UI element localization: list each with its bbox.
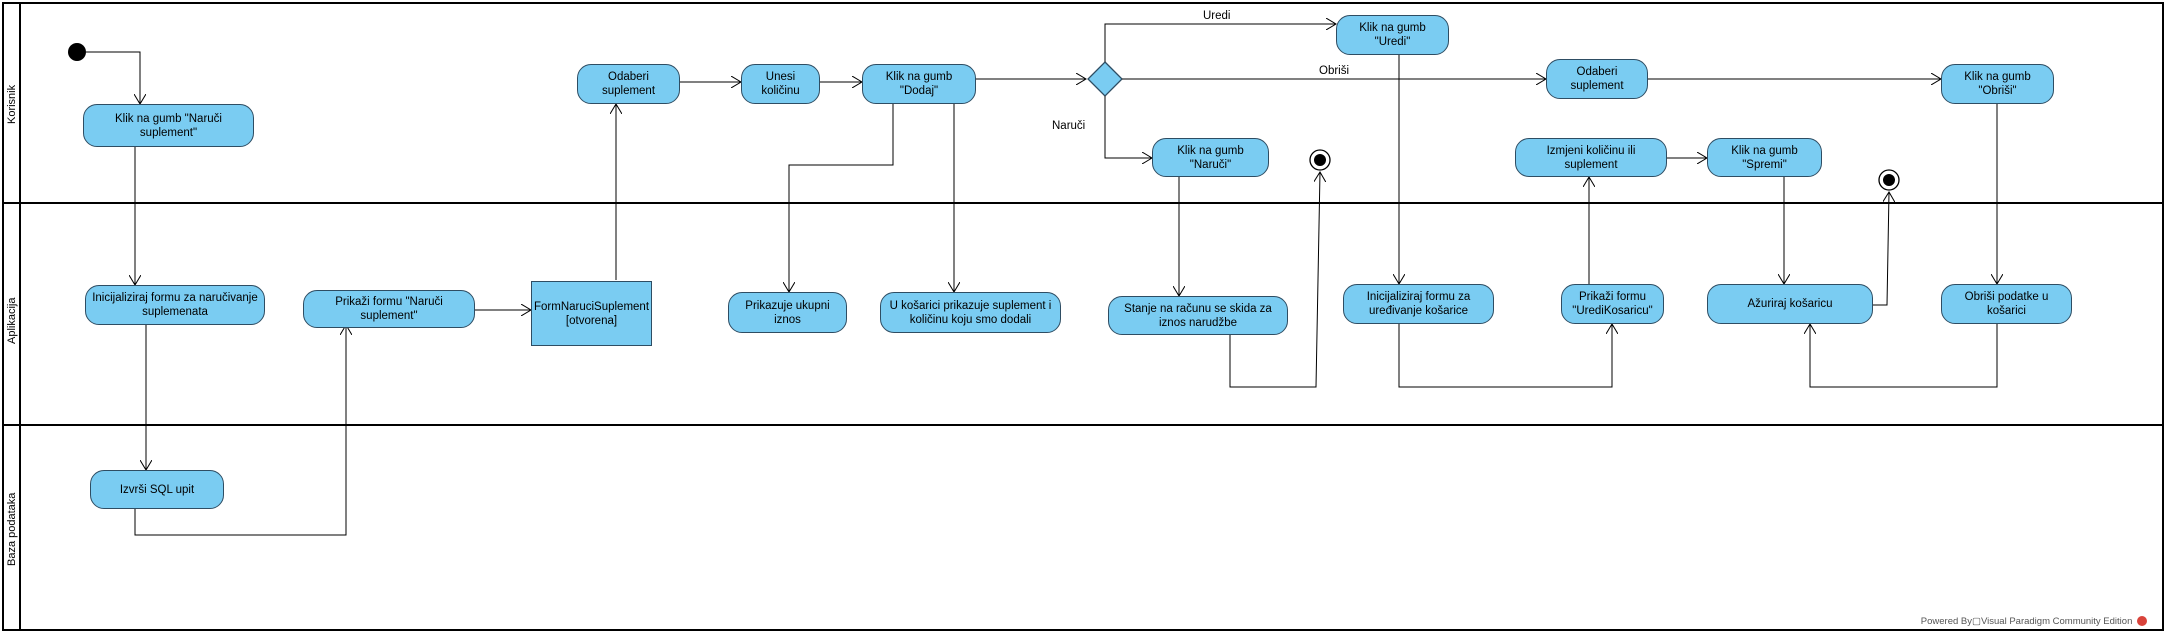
action-klik-dodaj: Klik na gumb "Dodaj": [862, 64, 976, 104]
flow-azuriraj-to-final: [1873, 192, 1889, 306]
flow-init-to-prikazi-uredi: [1398, 324, 1612, 388]
action-izvrsi-sql: Izvrši SQL upit: [90, 470, 224, 509]
action-prikazi-formu-naruci: Prikaži formu "Naruči suplement": [303, 290, 475, 328]
action-odaberi-suplement: Odaberi suplement: [577, 64, 680, 104]
control-flows: [86, 24, 1998, 536]
flow-stanje-to-final: [1229, 172, 1320, 388]
flow-dodaj-to-iznos: [789, 104, 894, 292]
action-unesi-kolicinu: Unesi količinu: [741, 64, 820, 104]
action-klik-obrisi: Klik na gumb "Obriši": [1941, 64, 2054, 104]
lane-label-korisnik: Korisnik: [6, 84, 18, 124]
action-prikazi-formu-uredi: Prikaži formu "UrediKosaricu": [1561, 284, 1664, 324]
flow-start: [86, 51, 140, 104]
powered-by-footer: Powered By▢Visual Paradigm Community Edi…: [1921, 616, 2147, 627]
object-form-naruci-suplement: FormNaruciSuplement [otvorena]: [531, 281, 652, 346]
guard-uredi: Uredi: [1203, 10, 1231, 22]
lane-label-baza: Baza podataka: [6, 492, 18, 566]
action-inicijaliziraj-uredivanje: Inicijaliziraj formu za uređivanje košar…: [1343, 284, 1494, 324]
action-azuriraj-kosaricu: Ažuriraj košaricu: [1707, 284, 1873, 324]
flow-obrisi-podatke-to-azuriraj: [1810, 324, 1998, 388]
guard-obrisi: Obriši: [1319, 65, 1350, 77]
action-inicijaliziraj-narucivanje: Inicijaliziraj formu za naručivanje supl…: [85, 285, 265, 325]
flow-decision-uredi: [1104, 24, 1336, 62]
footer-text: Powered By▢Visual Paradigm Community Edi…: [1920, 616, 2133, 627]
final-node-1: [1309, 149, 1331, 171]
initial-node: [68, 43, 86, 61]
action-klik-uredi: Klik na gumb "Uredi": [1336, 15, 1449, 55]
flow-sql-to-prikazi: [134, 325, 346, 536]
decision-node: [1087, 61, 1123, 97]
action-izmjeni-kolicinu: Izmjeni količinu ili suplement: [1515, 138, 1667, 177]
lane-label-aplikacija: Aplikacija: [6, 297, 18, 344]
object-form-name: FormNaruciSuplement: [533, 300, 650, 313]
action-klik-naruci-suplement: Klik na gumb "Naruči suplement": [83, 104, 254, 147]
action-kosarica-prikazuje: U košarici prikazuje suplement i količin…: [880, 292, 1061, 333]
action-odaberi-suplement-2: Odaberi suplement: [1546, 59, 1648, 99]
final-node-2: [1878, 169, 1900, 191]
object-form-state: [otvorena]: [565, 314, 618, 327]
guard-naruci: Naruči: [1052, 120, 1086, 132]
visual-paradigm-logo-icon: [2137, 616, 2147, 627]
action-obrisi-podatke: Obriši podatke u košarici: [1941, 284, 2072, 324]
action-prikazuje-iznos: Prikazuje ukupni iznos: [728, 292, 847, 333]
action-klik-naruci: Klik na gumb "Naruči": [1152, 138, 1269, 177]
action-stanje-racun: Stanje na računu se skida za iznos narud…: [1108, 296, 1288, 335]
action-klik-spremi: Klik na gumb "Spremi": [1707, 138, 1822, 177]
flow-decision-naruci: [1104, 96, 1152, 158]
